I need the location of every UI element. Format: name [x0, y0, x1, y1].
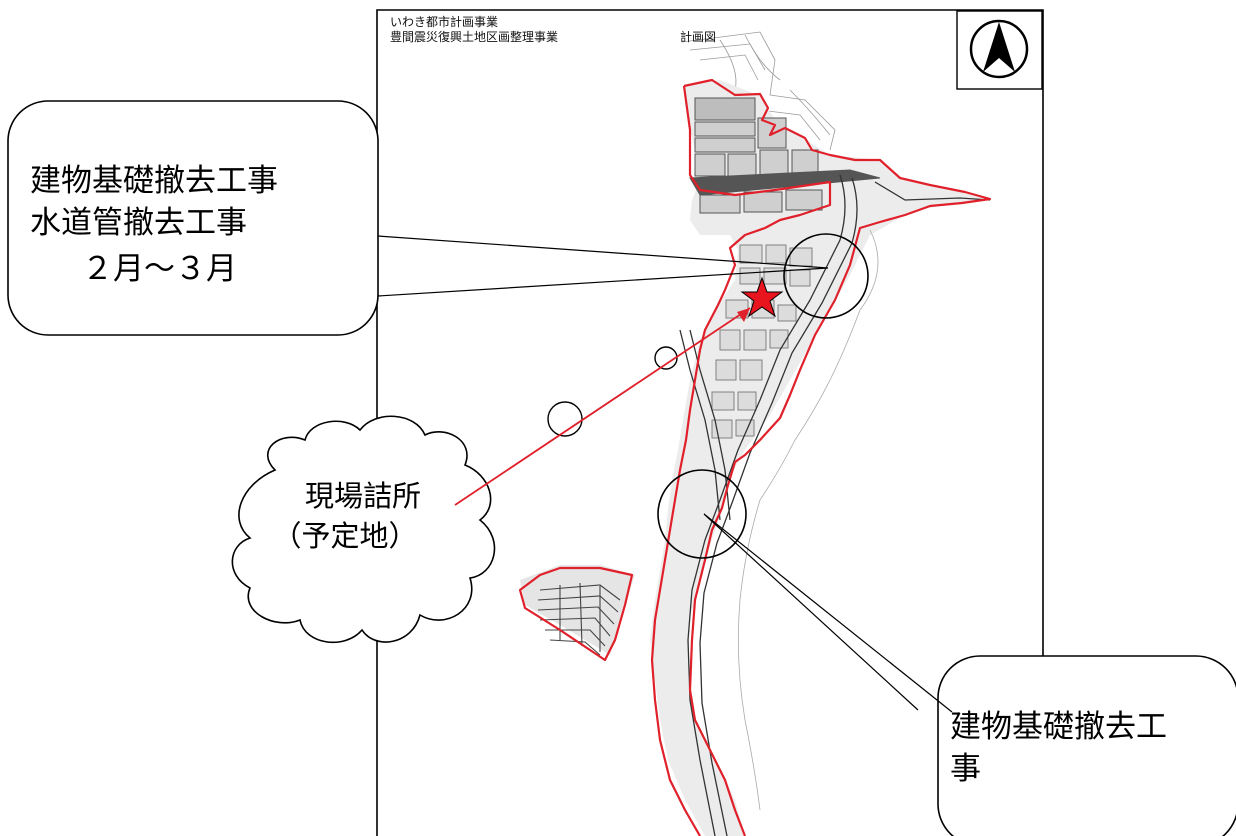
project-boundary — [518, 78, 992, 836]
callout-leader-south — [703, 513, 953, 713]
site-office-pointer — [454, 307, 751, 506]
cloud-site-office-line2: （予定地） — [272, 519, 418, 553]
callout-north-line3: ２月～３月 — [82, 251, 237, 287]
parcel-grid-central — [711, 244, 813, 439]
callout-north-line2: 水道管撤去工事 — [30, 205, 247, 241]
callout-box-south — [937, 655, 1236, 836]
work-area-circle-south — [657, 469, 747, 559]
thought-bubble-dot-large — [547, 401, 583, 437]
star-icon — [740, 276, 784, 318]
work-area-circle-north — [783, 233, 869, 319]
callout-box-north — [7, 100, 379, 336]
terrain-hatching — [681, 31, 836, 151]
parcel-grid-north — [689, 97, 881, 214]
district-base — [520, 80, 990, 836]
callout-leader-north — [377, 235, 829, 297]
sheet-title-plan: 計画図 — [680, 30, 717, 44]
callout-north-line1: 建物基礎撤去工事 — [30, 163, 278, 199]
cloud-site-office-line1: 現場詰所 — [304, 479, 421, 513]
thought-bubble-dot-small — [654, 346, 678, 370]
cloud-callout-site-office — [231, 415, 496, 644]
site-office-pointer-head — [737, 308, 750, 322]
callout-south-line2: 事 — [950, 751, 981, 787]
north-arrow-icon — [956, 10, 1043, 90]
callout-south-line1: 建物基礎撤去工 — [950, 709, 1167, 745]
sheet-title-line2: 豊間震災復興土地区画整理事業 — [390, 30, 559, 44]
sheet-title-line1: いわき都市計画事業 — [390, 15, 499, 29]
